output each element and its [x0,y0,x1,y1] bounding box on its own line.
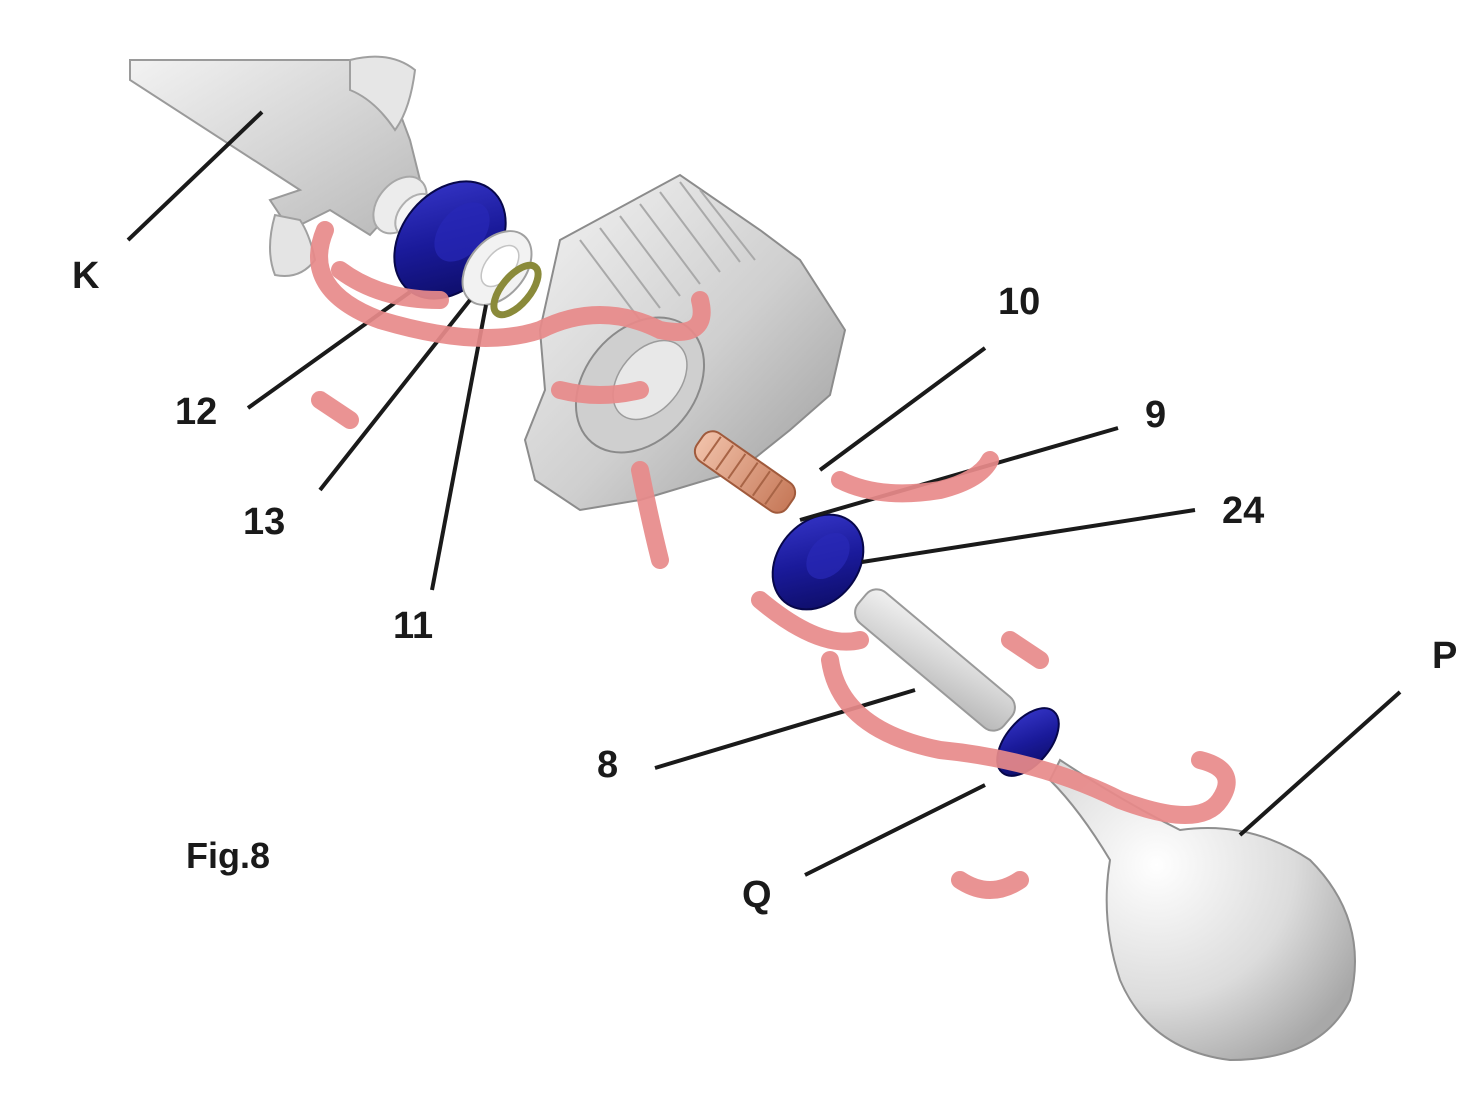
leader-12 [246,290,412,410]
leader-9 [799,426,1119,522]
watermark-logo [310,221,1236,899]
part-13-washer [461,230,533,306]
coupling-nut [523,173,847,512]
leader-k [126,110,264,242]
part-8-shaft [854,588,1016,732]
label-10: 10 [998,281,1041,323]
label-9: 9 [1145,394,1167,436]
leader-8 [654,688,916,770]
part-24-blue-collar [771,513,865,611]
label-24: 24 [1222,490,1265,532]
leader-lines [126,110,1402,877]
label-k: K [72,255,100,297]
part-p-bulb [1048,758,1356,1062]
leader-11 [430,304,488,591]
leader-p [1238,690,1402,837]
leader-10 [818,346,987,472]
leader-q [804,783,986,877]
label-13: 13 [243,501,286,543]
leader-24 [861,508,1196,564]
part-10-spring [693,430,797,514]
label-11: 11 [393,605,434,647]
part-11-o-ring [490,261,542,319]
label-q: Q [742,874,772,916]
label-12: 12 [175,391,218,433]
figure-caption: Fig.8 [186,835,271,876]
label-8: 8 [597,744,619,786]
label-p: P [1432,635,1458,677]
